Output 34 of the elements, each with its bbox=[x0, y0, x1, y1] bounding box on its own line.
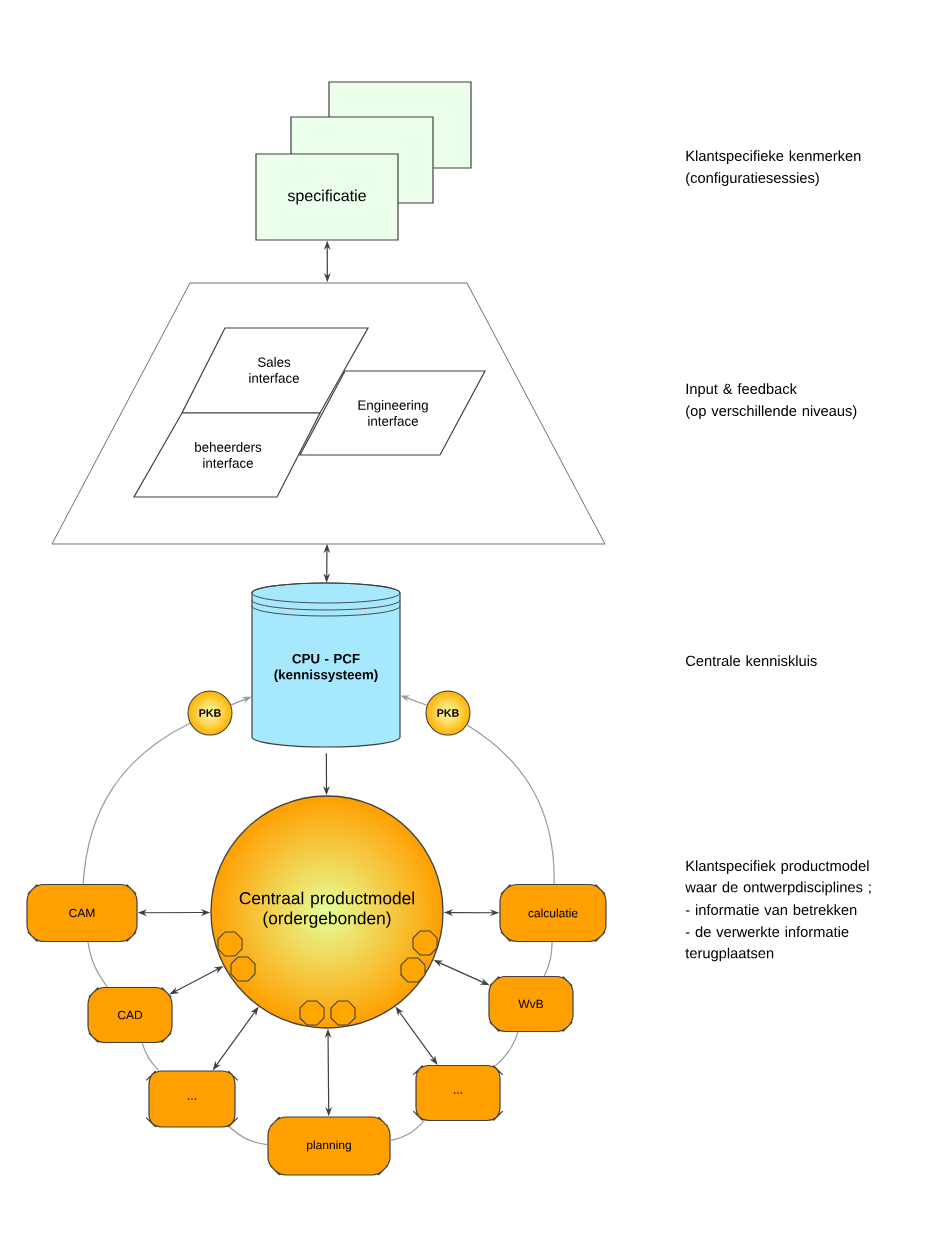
interface-parallelogram: Engineering interface bbox=[299, 370, 486, 456]
discipline-octagon: planning bbox=[267, 1116, 391, 1176]
discipline-octagon: ... bbox=[412, 1064, 504, 1122]
document-stack: specificatie bbox=[255, 81, 472, 241]
note-text: - de verwerkte informatie terugplaatsen bbox=[685, 926, 849, 962]
database-cylinder: CPU - PCF (kennissysteem) bbox=[251, 582, 401, 748]
note-text: Input & feedback bbox=[686, 383, 797, 397]
discipline-octagon: calculatie bbox=[499, 883, 607, 943]
ring-line bbox=[494, 1031, 519, 1067]
small-octagon bbox=[230, 956, 256, 982]
node-label: specificatie bbox=[287, 189, 366, 205]
note-text: (configuratiesessies) bbox=[686, 172, 819, 186]
ring-line bbox=[390, 1120, 425, 1142]
small-octagon bbox=[299, 1000, 325, 1026]
ring-line bbox=[543, 941, 553, 977]
note-text: Centrale kenniskluis bbox=[686, 655, 817, 667]
ring-line bbox=[228, 1126, 268, 1146]
small-octagon bbox=[217, 931, 243, 957]
note-text: - informatie van betrekken bbox=[685, 904, 857, 916]
discipline-octagon: CAM bbox=[26, 883, 138, 943]
discipline-octagon: CAD bbox=[87, 986, 173, 1044]
ring-line bbox=[466, 724, 555, 885]
ring-line bbox=[82, 722, 191, 885]
note-text: Klantspecifieke kenmerken bbox=[686, 150, 861, 164]
small-octagon bbox=[400, 957, 426, 983]
small-octagon bbox=[412, 930, 438, 956]
ring-line bbox=[87, 941, 108, 988]
note-text: Klantspecifiek productmodel waar de ontwerpdisciplines ; bbox=[685, 860, 871, 896]
note-text: (op verschillende niveaus) bbox=[686, 405, 857, 419]
ring-line bbox=[141, 1042, 160, 1071]
small-octagon bbox=[330, 1000, 356, 1026]
discipline-octagon: ... bbox=[145, 1070, 239, 1128]
product-model-sphere: Centraal productmodel (ordergebonden) bbox=[210, 795, 444, 1029]
discipline-octagon: WvB bbox=[488, 975, 574, 1033]
